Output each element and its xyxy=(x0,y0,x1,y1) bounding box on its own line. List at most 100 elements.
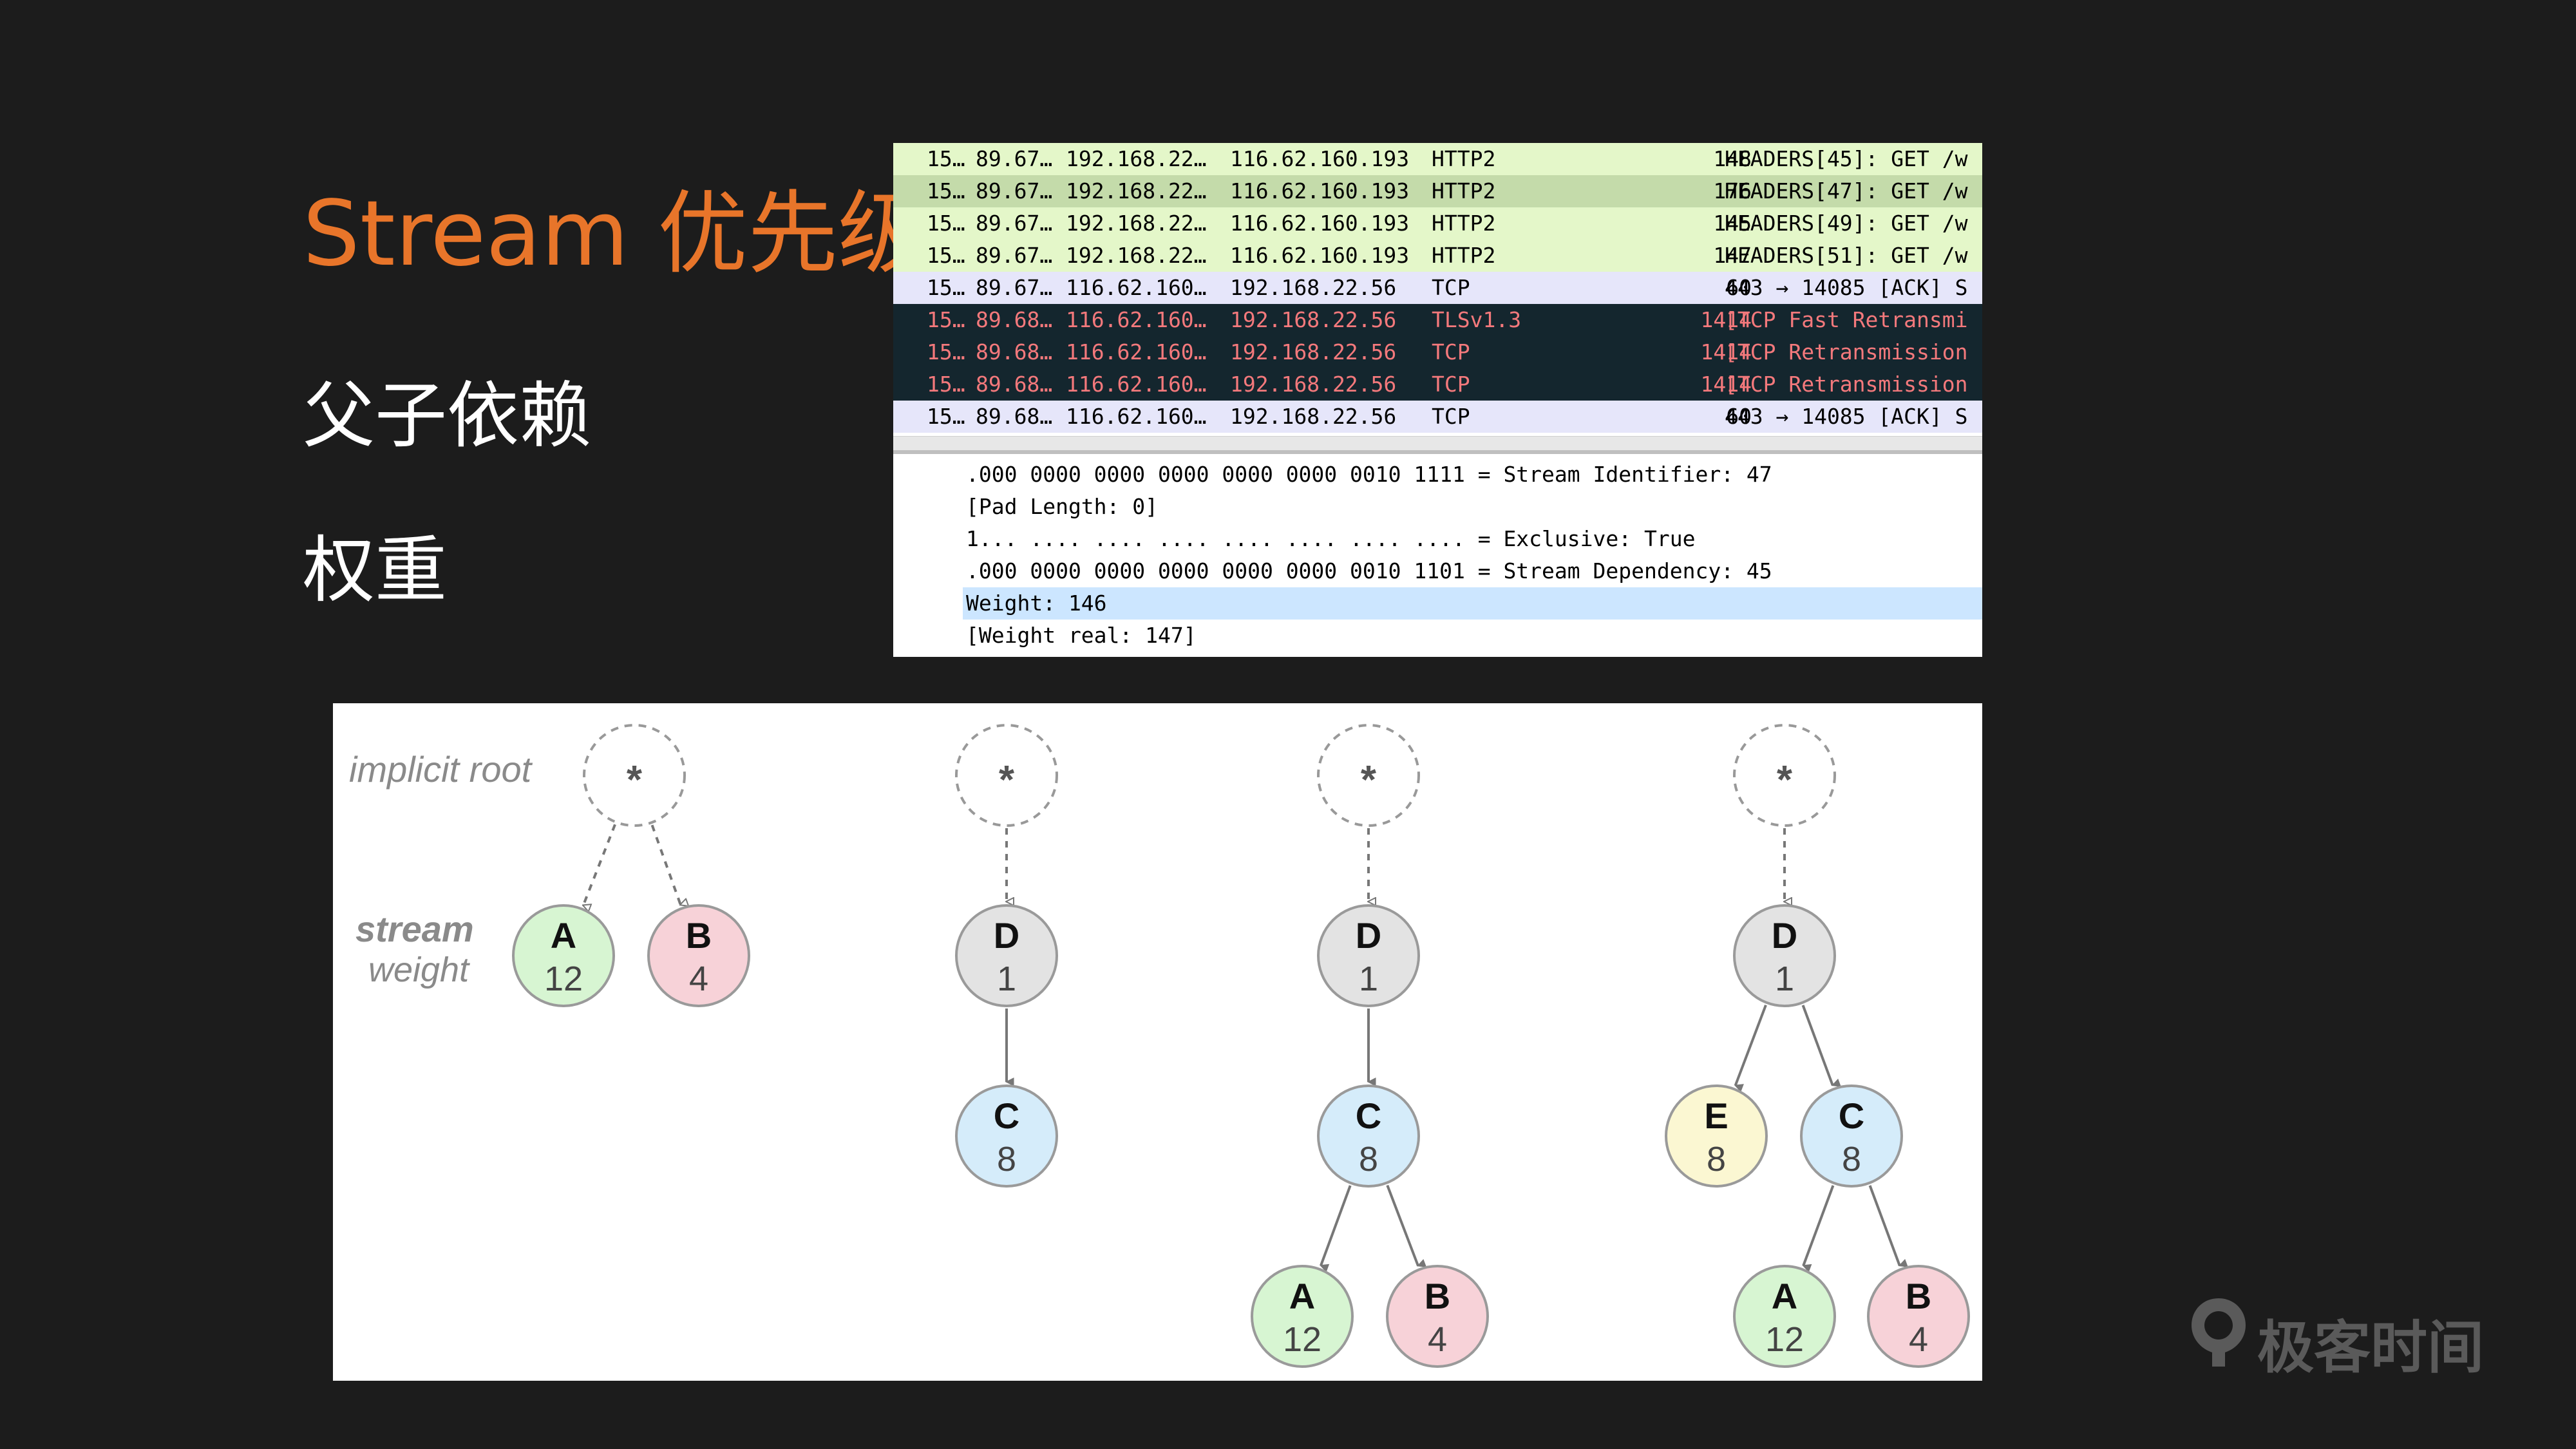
packet-row[interactable]: 15… 89.67… 192.168.22… 116.62.160.193 HT… xyxy=(893,240,1982,272)
packet-no: 15… xyxy=(927,146,965,171)
root-symbol: * xyxy=(999,758,1015,802)
packet-info: HEADERS[49]: GET /w xyxy=(1725,211,1968,236)
detail-line[interactable]: 1... .... .... .... .... .... .... .... … xyxy=(893,523,1982,555)
packet-source: 192.168.22… xyxy=(1066,243,1207,268)
wireshark-panel: 15… 89.67… 192.168.22… 116.62.160.193 HT… xyxy=(893,143,1982,657)
diagram-canvas: implicit root stream weight *A12B4*D1C8*… xyxy=(349,724,1970,1368)
packet-info: [TCP Fast Retransmi xyxy=(1725,307,1968,332)
packet-row[interactable]: 15… 89.67… 192.168.22… 116.62.160.193 HT… xyxy=(893,175,1982,207)
stream-node-a: A 12 xyxy=(512,904,615,1007)
packet-time: 89.67… xyxy=(976,243,1053,268)
dependency-arrow xyxy=(1868,1185,1900,1265)
packet-row[interactable]: 15… 89.67… 192.168.22… 116.62.160.193 HT… xyxy=(893,207,1982,240)
packet-source: 116.62.160… xyxy=(1066,307,1207,332)
weight-label: weight xyxy=(368,951,470,989)
packet-source: 192.168.22… xyxy=(1066,178,1207,204)
packet-no: 15… xyxy=(927,275,965,300)
geektime-logo-icon xyxy=(2192,1298,2246,1367)
packet-destination: 116.62.160.193 xyxy=(1230,178,1410,204)
stream-node-b: B4 xyxy=(1867,1265,1970,1368)
packet-destination: 116.62.160.193 xyxy=(1230,146,1410,171)
packet-time: 89.67… xyxy=(976,146,1053,171)
implicit-dependency-arrow xyxy=(583,824,616,905)
slide-title: Stream 优先级 xyxy=(303,182,929,287)
detail-text: Weight: 146 xyxy=(966,591,1107,616)
geektime-logo-text: 极客时间 xyxy=(2257,1314,2485,1381)
dependency-arrow xyxy=(1801,1005,1833,1085)
stream-id: D xyxy=(994,915,1019,956)
stream-id: A xyxy=(1289,1276,1315,1316)
dependency-arrow xyxy=(1736,1004,1767,1086)
stream-id: A xyxy=(551,915,576,956)
packet-no: 15… xyxy=(927,178,965,204)
packet-destination: 192.168.22.56 xyxy=(1230,307,1397,332)
stream-id: B xyxy=(1425,1276,1450,1316)
stream-id: E xyxy=(1704,1095,1728,1136)
packet-row[interactable]: 15… 89.68… 116.62.160… 192.168.22.56 TLS… xyxy=(893,304,1982,336)
root-symbol: * xyxy=(1361,758,1377,802)
packet-list-scrollbar[interactable] xyxy=(893,436,1982,451)
detail-line[interactable]: .000 0000 0000 0000 0000 0000 0010 1111 … xyxy=(893,459,1982,491)
stream-node-d: D1 xyxy=(1317,904,1420,1007)
stream-weight: 8 xyxy=(1359,1140,1378,1179)
packet-protocol: TCP xyxy=(1432,275,1470,300)
detail-line-selected[interactable]: Weight: 146 xyxy=(963,587,1982,620)
packet-details: .000 0000 0000 0000 0000 0000 0010 1111 … xyxy=(893,459,1982,657)
geektime-logo: 极客时间 xyxy=(2186,1294,2484,1381)
detail-line[interactable]: .000 0000 0000 0000 0000 0000 0010 1101 … xyxy=(893,555,1982,587)
packet-destination: 192.168.22.56 xyxy=(1230,339,1397,365)
detail-line[interactable]: [Weight real: 147] xyxy=(893,620,1982,652)
detail-text: [Weight real: 147] xyxy=(966,623,1197,648)
stream-node-c: C8 xyxy=(955,1084,1058,1188)
pane-splitter[interactable] xyxy=(893,450,1982,454)
packet-destination: 192.168.22.56 xyxy=(1230,275,1397,300)
packet-no: 15… xyxy=(927,404,965,429)
packet-row[interactable]: 15… 89.67… 192.168.22… 116.62.160.193 HT… xyxy=(893,143,1982,175)
implicit-root-node: * xyxy=(1317,724,1420,827)
packet-info: HEADERS[51]: GET /w xyxy=(1725,243,1968,268)
stream-node-c: C8 xyxy=(1317,1084,1420,1188)
stream-weight: 4 xyxy=(1428,1320,1447,1359)
packet-length: 1414 xyxy=(1700,339,1752,365)
packet-protocol: TCP xyxy=(1432,339,1470,365)
packet-row[interactable]: 15… 89.67… 116.62.160… 192.168.22.56 TCP… xyxy=(893,272,1982,304)
stream-id: C xyxy=(994,1095,1019,1136)
packet-source: 192.168.22… xyxy=(1066,211,1207,236)
stream-node-c: C8 xyxy=(1800,1084,1903,1188)
packet-row[interactable]: 15… 89.68… 116.62.160… 192.168.22.56 TCP… xyxy=(893,401,1982,433)
stream-label: stream xyxy=(355,909,474,949)
packet-protocol: HTTP2 xyxy=(1432,178,1496,204)
stream-id: C xyxy=(1356,1095,1381,1136)
packet-destination: 192.168.22.56 xyxy=(1230,404,1397,429)
stream-weight: 4 xyxy=(1909,1320,1928,1359)
stream-weight: 12 xyxy=(544,960,583,998)
packet-info: 443 → 14085 [ACK] S xyxy=(1725,404,1968,429)
packet-length: 1414 xyxy=(1700,307,1752,332)
packet-protocol: HTTP2 xyxy=(1432,243,1496,268)
packet-row[interactable]: 15… 89.68… 116.62.160… 192.168.22.56 TCP… xyxy=(893,368,1982,401)
packet-protocol: HTTP2 xyxy=(1432,211,1496,236)
packet-time: 89.68… xyxy=(976,339,1053,365)
implicit-root-node: * xyxy=(1733,724,1836,827)
packet-info: [TCP Retransmission xyxy=(1725,339,1968,365)
packet-time: 89.68… xyxy=(976,372,1053,397)
stream-node-a: A12 xyxy=(1251,1265,1354,1368)
packet-info: HEADERS[47]: GET /w xyxy=(1725,178,1968,204)
detail-text: .000 0000 0000 0000 0000 0000 0010 1101 … xyxy=(966,558,1772,583)
stream-node-a: A12 xyxy=(1733,1265,1836,1368)
detail-line[interactable]: [Pad Length: 0] xyxy=(893,491,1982,523)
packet-protocol: HTTP2 xyxy=(1432,146,1496,171)
packet-time: 89.67… xyxy=(976,211,1053,236)
packet-length: 147 xyxy=(1713,243,1752,268)
packet-source: 116.62.160… xyxy=(1066,339,1207,365)
packet-destination: 116.62.160.193 xyxy=(1230,243,1410,268)
packet-info: [TCP Retransmission xyxy=(1725,372,1968,397)
packet-time: 89.67… xyxy=(976,178,1053,204)
packet-row[interactable]: 15… 89.68… 116.62.160… 192.168.22.56 TCP… xyxy=(893,336,1982,368)
stream-id: B xyxy=(686,915,712,956)
detail-text: .000 0000 0000 0000 0000 0000 0010 1111 … xyxy=(966,462,1772,487)
stream-node-d: D1 xyxy=(955,904,1058,1007)
packet-destination: 192.168.22.56 xyxy=(1230,372,1397,397)
stream-node-e: E8 xyxy=(1665,1084,1768,1188)
